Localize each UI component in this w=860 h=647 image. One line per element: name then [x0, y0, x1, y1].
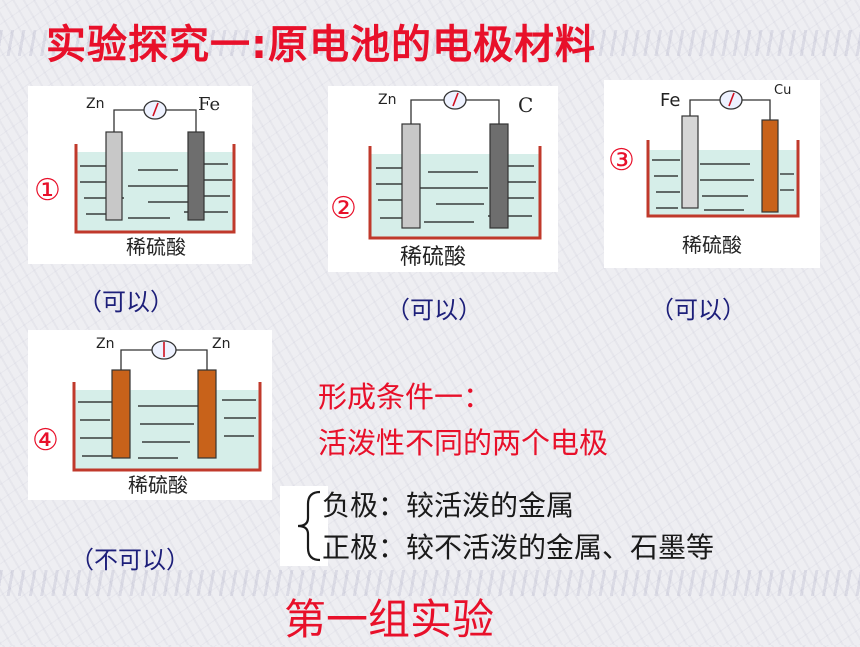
- experiment-4-solution-label: 稀硫酸: [128, 473, 188, 497]
- experiment-2-left-label: Zn: [378, 92, 396, 108]
- experiment-2-solution-label: 稀硫酸: [400, 245, 466, 270]
- negative-pole-text: 负极：较活泼的金属: [322, 489, 575, 522]
- experiment-1-solution-label: 稀硫酸: [126, 235, 186, 259]
- experiment-3-left-label: Fe: [660, 90, 680, 111]
- experiment-4-solution: [74, 390, 260, 470]
- experiment-3-solution-lines: [652, 159, 794, 211]
- experiment-1-left-electrode: [105, 131, 123, 221]
- experiment-2-right-electrode: [489, 123, 509, 229]
- experiment-1-svg: Zn Fe ① 稀硫酸: [34, 94, 236, 259]
- experiment-1-right-electrode: [187, 131, 205, 221]
- experiment-3-needle: [728, 92, 735, 107]
- experiment-2-needle: [452, 92, 459, 107]
- experiment-2-beaker: [368, 146, 542, 240]
- experiment-4-diagram: Zn Zn ④ 稀硫酸: [28, 330, 272, 500]
- experiment-1-number: ①: [34, 173, 61, 208]
- experiment-2-diagram: Zn C ② 稀硫酸: [328, 86, 558, 272]
- experiment-4-svg: Zn Zn ④ 稀硫酸: [32, 336, 262, 497]
- brace-box: [280, 486, 328, 566]
- experiment-1-diagram: Zn Fe ① 稀硫酸: [28, 86, 252, 264]
- experiment-4-beaker: [72, 382, 262, 472]
- experiment-4-solution-lines: [78, 399, 256, 459]
- positive-pole-text: 正极：较不活泼的金属、石墨等: [322, 531, 715, 564]
- experiment-1-needle: [152, 102, 159, 117]
- experiment-2-result: （可以）: [386, 296, 482, 324]
- decorative-stroke-top: [0, 30, 860, 56]
- experiment-1-solution: [76, 152, 234, 232]
- experiment-1-right-label: Fe: [198, 94, 220, 115]
- experiment-3-number: ③: [608, 143, 635, 178]
- experiment-3-beaker: [646, 140, 800, 218]
- experiment-1-result: （可以）: [78, 288, 174, 316]
- experiment-2-solution: [370, 154, 540, 238]
- experiment-4-left-electrode: [111, 369, 131, 459]
- experiment-4-right-label: Zn: [212, 336, 230, 352]
- brace-icon: [297, 490, 321, 562]
- experiment-4-left-label: Zn: [96, 336, 114, 352]
- condition-text: 活泼性不同的两个电极: [318, 426, 609, 460]
- experiment-3-right-label: Cu: [774, 83, 791, 98]
- decorative-stroke-bottom: [0, 570, 860, 596]
- experiment-3-result: （可以）: [650, 296, 746, 324]
- experiment-2-svg: Zn C ② 稀硫酸: [330, 90, 542, 270]
- experiment-2-left-electrode: [401, 123, 421, 229]
- experiment-2-right-label: C: [518, 93, 533, 117]
- experiment-4-number: ④: [32, 423, 59, 458]
- experiment-4-right-electrode: [197, 369, 217, 459]
- experiment-1-beaker: [74, 144, 236, 234]
- group-label: 第一组实验: [284, 595, 495, 644]
- condition-heading: 形成条件一：: [318, 380, 493, 414]
- experiment-3-svg: Fe Cu ③ 稀硫酸: [608, 83, 800, 257]
- experiment-2-solution-lines: [376, 165, 536, 223]
- slide-title: 实验探究一:原电池的电极材料: [46, 22, 596, 68]
- experiment-3-solution-label: 稀硫酸: [682, 233, 742, 257]
- experiment-3-left-electrode: [681, 115, 699, 209]
- experiment-3-right-electrode: [761, 119, 779, 213]
- experiment-2-number: ②: [330, 191, 357, 226]
- experiment-4-result: （不可以）: [70, 546, 190, 574]
- experiment-1-left-label: Zn: [86, 96, 104, 112]
- experiment-3-diagram: Fe Cu ③ 稀硫酸: [604, 80, 820, 268]
